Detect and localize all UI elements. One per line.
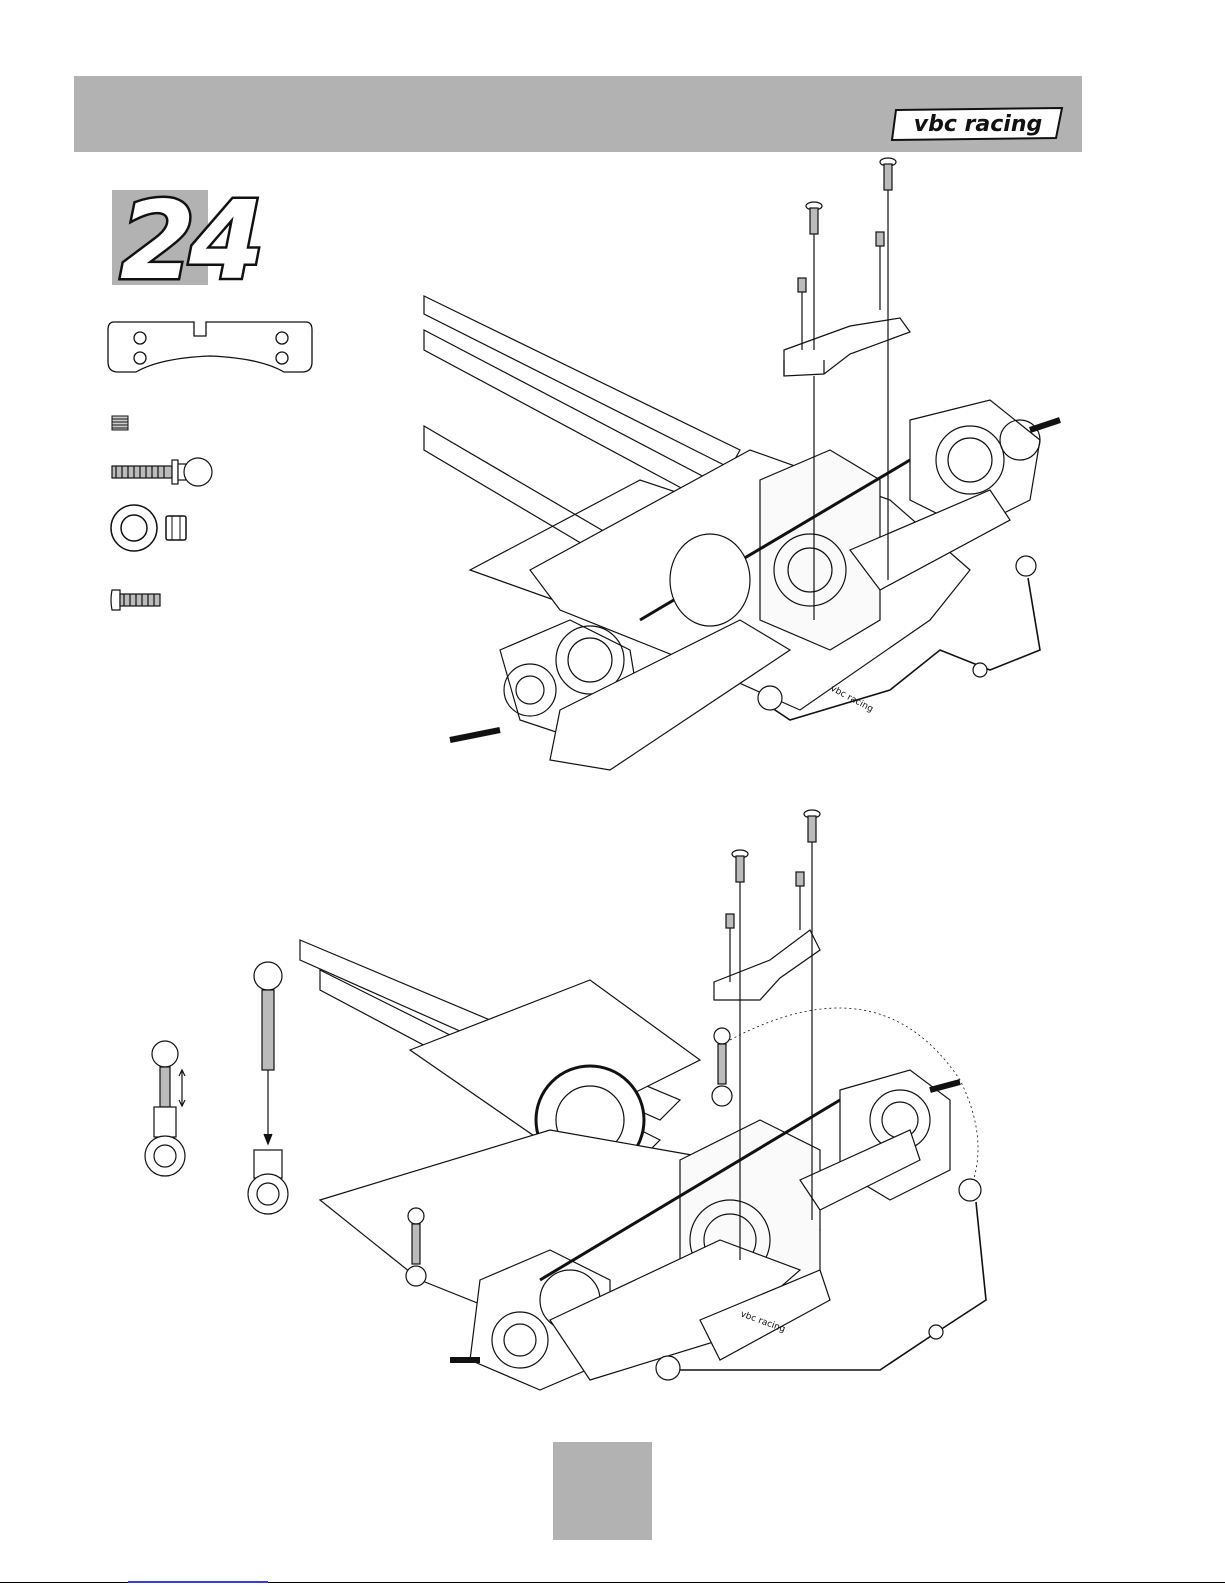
- set-screw-2: [796, 872, 804, 930]
- chassis-rail: [424, 296, 740, 468]
- footer-link-underline[interactable]: [128, 1581, 268, 1583]
- set-screw-1: [798, 278, 806, 350]
- button-head-screw-icon: [111, 590, 160, 610]
- header-bar: vbc racing: [74, 76, 1082, 152]
- top-plate: [784, 318, 910, 376]
- parts-list: [100, 310, 320, 620]
- top-plate-icon: [108, 322, 312, 372]
- brand-logo: vbc racing: [890, 104, 1066, 142]
- assembly-diagram-bottom: vbc racing: [120, 800, 1080, 1400]
- chassis-label: vbc racing: [829, 684, 875, 715]
- ball-stud-icon: [112, 458, 212, 486]
- ball-cup-icon: [111, 505, 186, 551]
- set-screw-2: [876, 232, 884, 310]
- ball-stud-adjust-detail: [145, 1041, 185, 1176]
- brand-text: vbc racing: [914, 112, 1042, 137]
- ball-stud-detail: [248, 962, 288, 1214]
- step-number: 24: [120, 190, 258, 285]
- assembly-diagram-top: vbc racing: [410, 150, 1070, 800]
- screw-1: [806, 202, 822, 350]
- step-number-badge: 24: [112, 190, 262, 285]
- page-number-tab: [553, 1442, 652, 1540]
- set-screw-1: [726, 914, 734, 982]
- set-screw-icon: [112, 416, 128, 430]
